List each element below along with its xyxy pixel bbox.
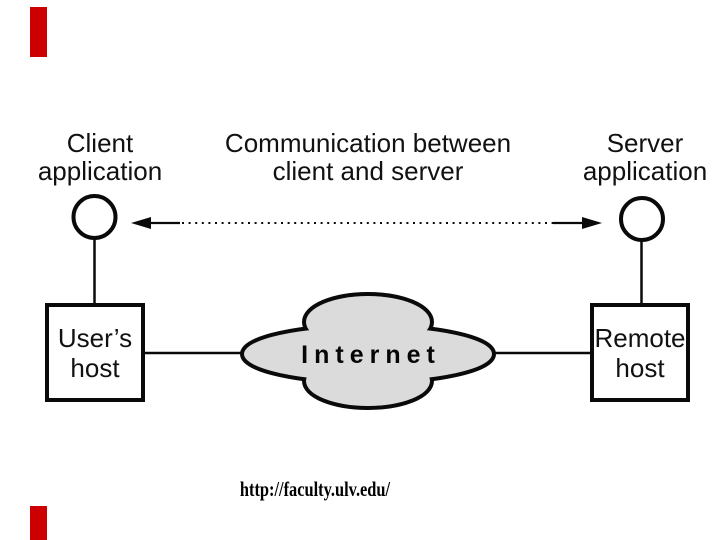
arrow-right-head-icon xyxy=(582,217,602,229)
client-application-label-line1: Client xyxy=(66,128,134,158)
communication-label-line1: Communication between xyxy=(224,128,512,158)
communication-label: Communication between client and server xyxy=(218,129,518,185)
remote-host-label-line2: host xyxy=(615,352,665,383)
internet-label: Internet xyxy=(301,341,441,369)
server-application-label: Server application xyxy=(545,129,720,185)
communication-arrow xyxy=(131,217,602,229)
server-application-circle xyxy=(619,196,665,242)
server-application-label-line1: Server xyxy=(606,128,684,158)
slide-corner-mark-top xyxy=(30,7,47,57)
remote-host-box: Remote host xyxy=(590,303,690,402)
communication-label-line2: client and server xyxy=(272,156,464,186)
client-application-label: Client application xyxy=(0,129,200,185)
client-application-label-line2: application xyxy=(37,156,163,186)
users-host-label-line2: host xyxy=(70,352,120,383)
users-host-label-line1: User’s xyxy=(57,322,133,353)
client-application-circle xyxy=(71,194,118,240)
footer-url: http://faculty.ulv.edu/ xyxy=(239,477,391,501)
users-host-box: User’s host xyxy=(45,303,145,402)
internet-cloud: Internet xyxy=(240,292,496,410)
slide-corner-mark-bottom xyxy=(30,506,47,540)
arrow-left-head-icon xyxy=(131,217,151,229)
remote-host-label-line1: Remote xyxy=(594,322,686,353)
server-application-label-line2: application xyxy=(582,156,708,186)
